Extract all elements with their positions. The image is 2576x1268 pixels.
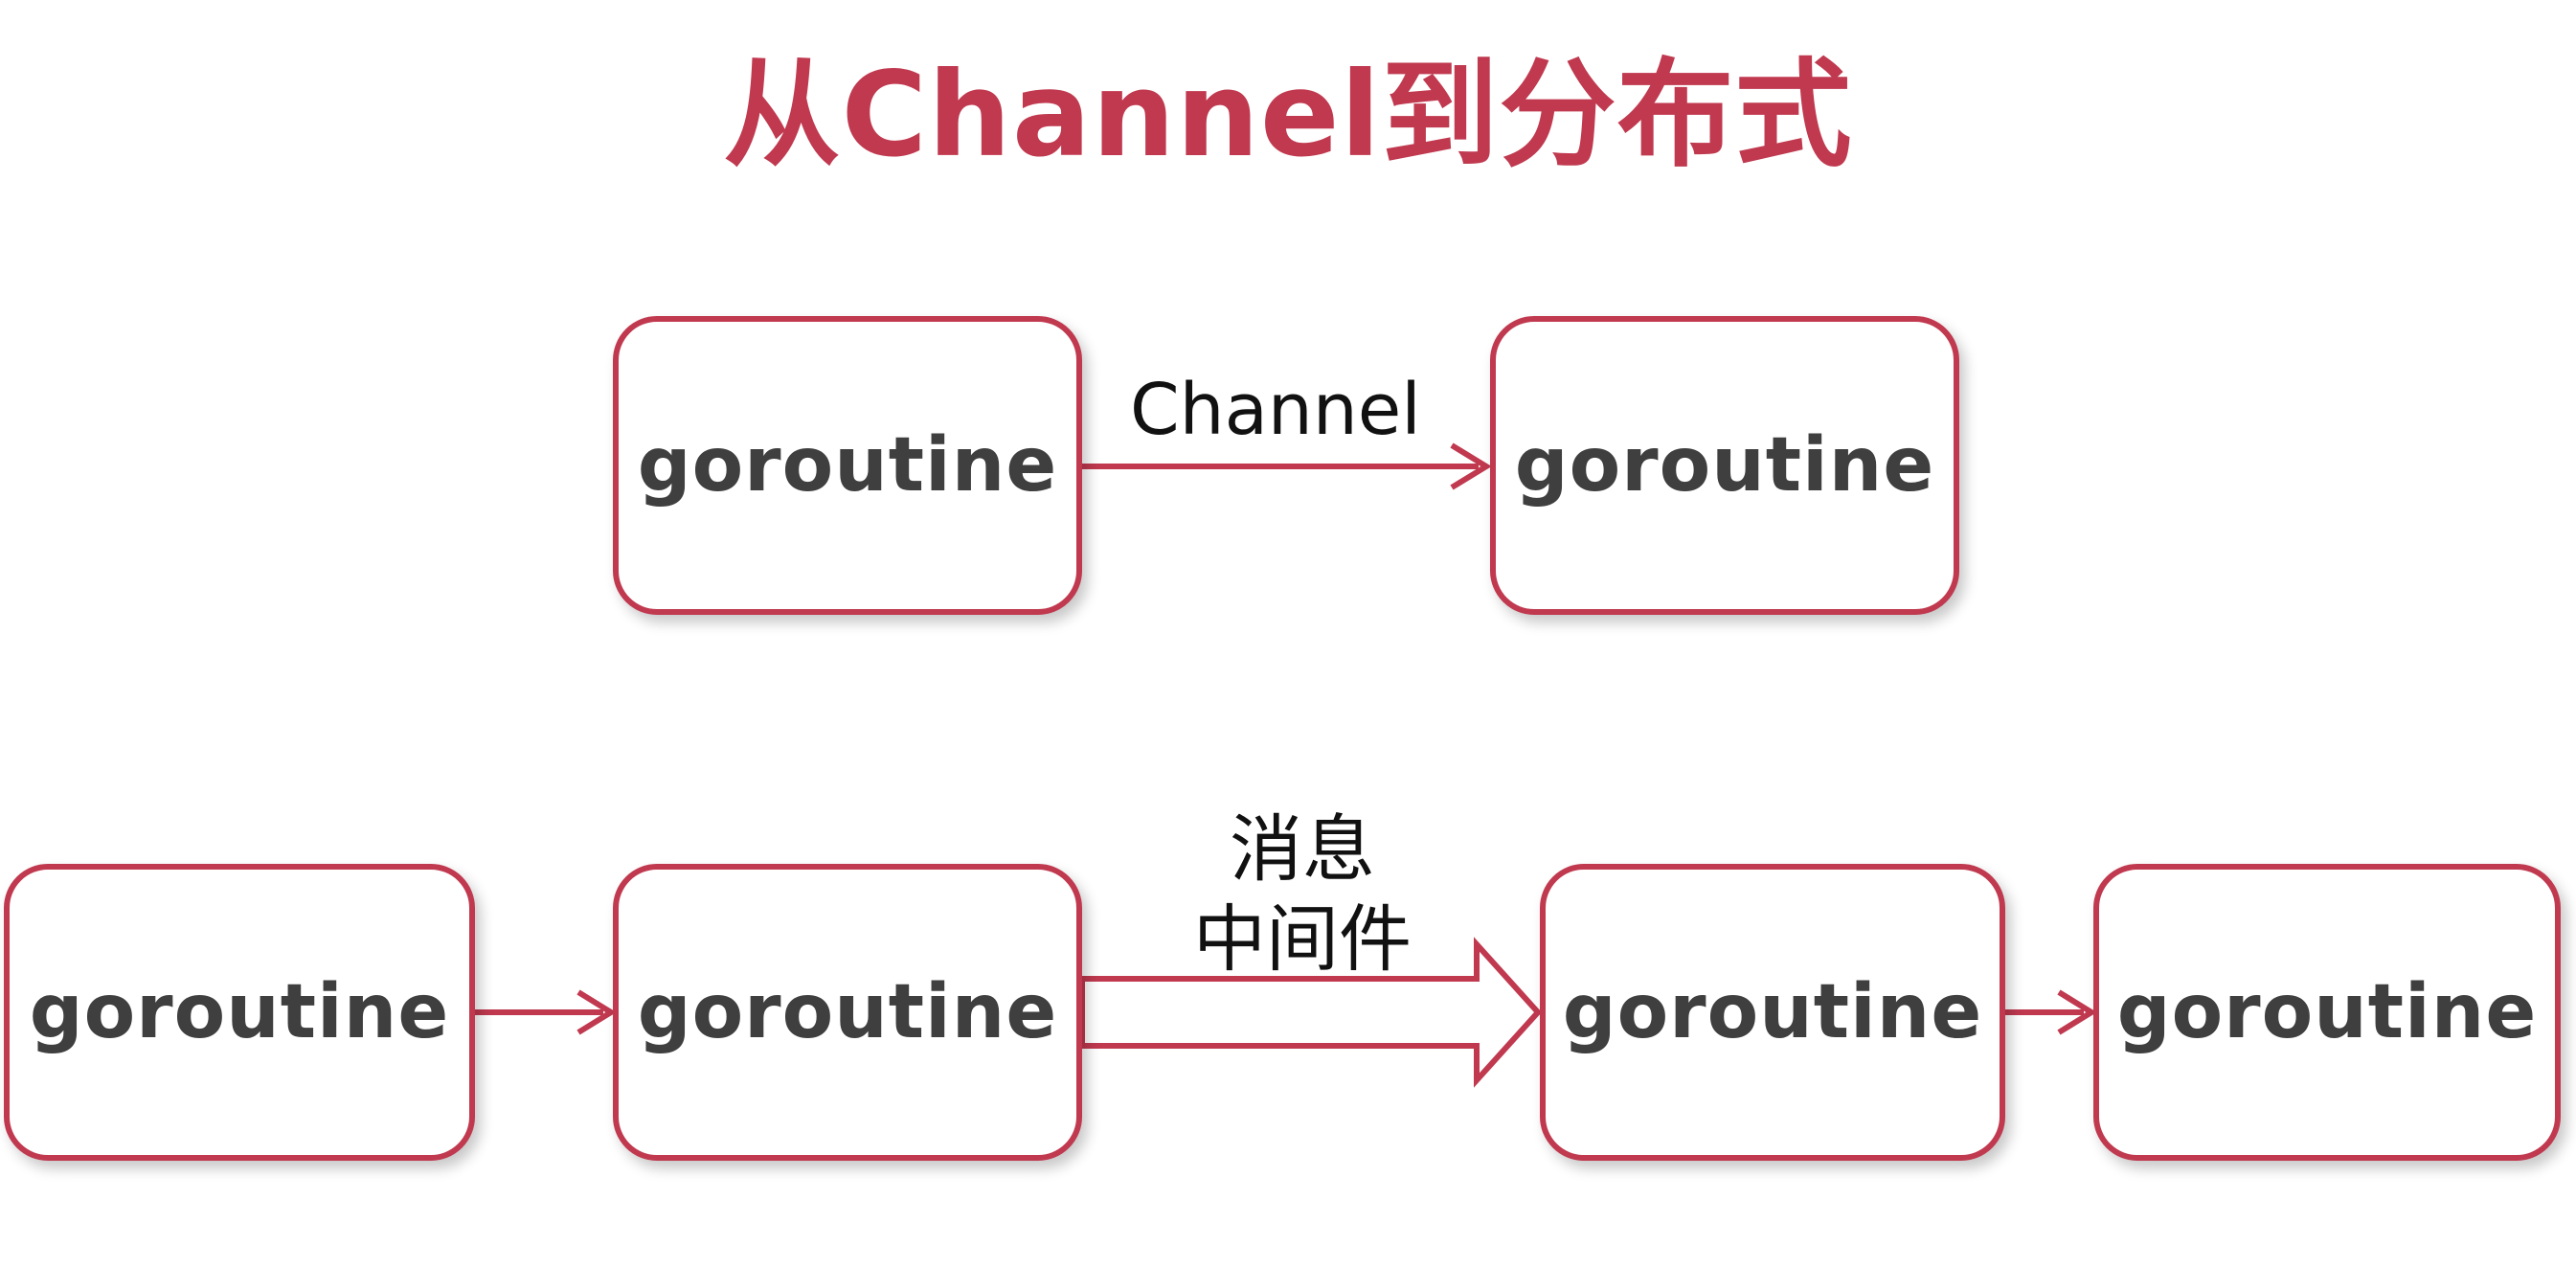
channel-arrow	[1082, 442, 1492, 490]
channel-label: Channel	[1130, 369, 1421, 451]
goroutine-node-bottom-1: goroutine	[4, 864, 475, 1161]
goroutine-node-label: goroutine	[637, 422, 1058, 509]
slide-title: 从Channel到分布式	[723, 47, 1853, 183]
message-middleware-arrow	[1079, 937, 1543, 1088]
goroutine-node-label: goroutine	[1562, 969, 1983, 1055]
goroutine-node-bottom-4: goroutine	[2093, 864, 2561, 1161]
goroutine-node-label: goroutine	[1514, 422, 1935, 509]
message-middleware-label-line2: 中间件	[1193, 896, 1412, 982]
goroutine-node-top-right: goroutine	[1490, 316, 1959, 615]
message-middleware-label: 消息 中间件	[1178, 804, 1427, 985]
message-middleware-label-line1: 消息	[1230, 806, 1375, 892]
goroutine-node-bottom-2: goroutine	[613, 864, 1082, 1161]
goroutine-node-bottom-3: goroutine	[1540, 864, 2005, 1161]
goroutine-link-arrow-right	[2005, 989, 2097, 1035]
goroutine-link-arrow-left	[475, 989, 617, 1035]
goroutine-node-top-left: goroutine	[613, 316, 1082, 615]
goroutine-node-label: goroutine	[29, 969, 450, 1055]
goroutine-node-label: goroutine	[2116, 969, 2538, 1055]
goroutine-node-label: goroutine	[637, 969, 1058, 1055]
